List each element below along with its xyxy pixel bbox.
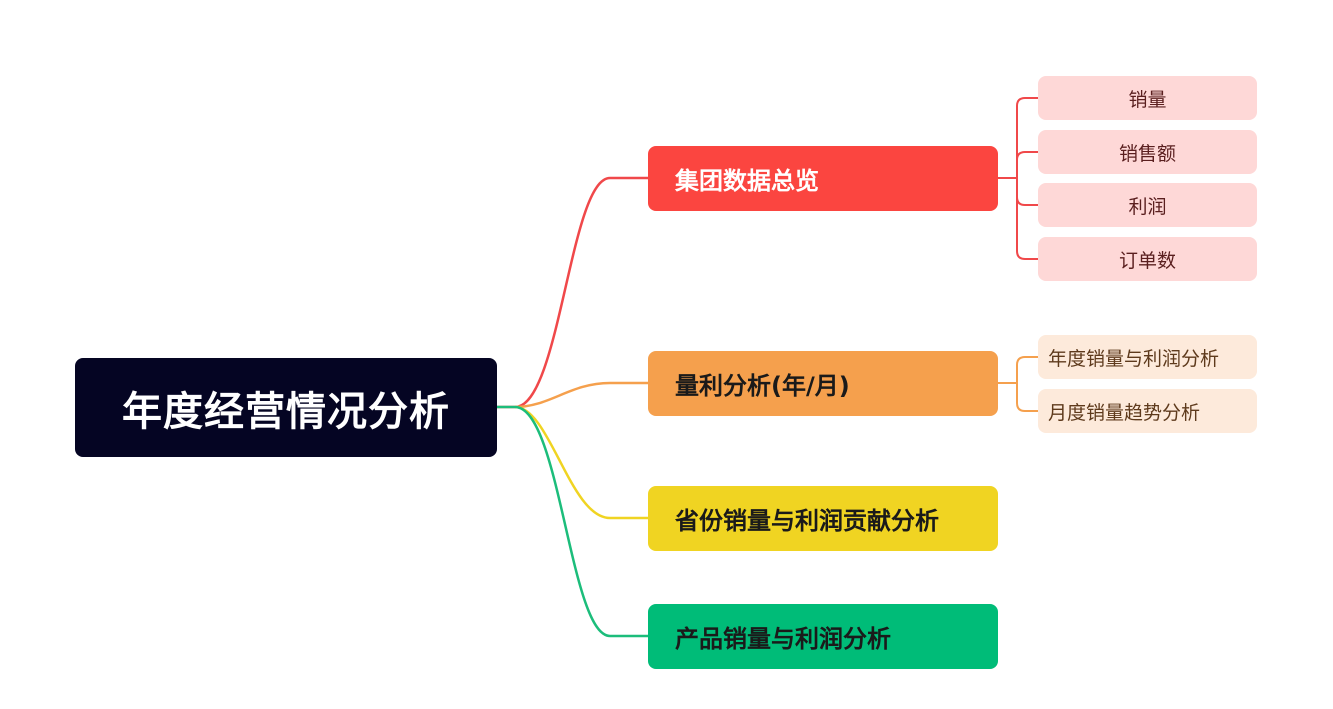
branch-node-label: 产品销量与利润分析: [675, 625, 891, 653]
leaf-node-sales-volume[interactable]: 销量: [1038, 76, 1257, 120]
root-node-label: 年度经营情况分析: [122, 388, 450, 435]
leaf-node-label: 订单数: [1118, 249, 1176, 272]
leaf-node-label: 销量: [1128, 88, 1167, 111]
leaf-node-sales-amount[interactable]: 销售额: [1038, 130, 1257, 174]
leaf-node-label: 利润: [1128, 195, 1167, 218]
leaf-node-profit[interactable]: 利润: [1038, 183, 1257, 227]
branch-node-group-overview[interactable]: 集团数据总览: [648, 146, 998, 211]
branch-node-volume-profit[interactable]: 量利分析(年/月): [648, 351, 998, 416]
connector-b1-leaf-3: [1016, 178, 1038, 206]
leaf-node-order-count[interactable]: 订单数: [1038, 237, 1257, 281]
leaf-node-label: 销售额: [1118, 142, 1176, 165]
root-node[interactable]: 年度经营情况分析: [75, 358, 497, 457]
connector-root-branch-2: [514, 381, 648, 409]
leaf-node-label: 年度销量与利润分析: [1048, 347, 1220, 370]
branch-node-label: 省份销量与利润贡献分析: [675, 507, 939, 535]
connector-b2-leaf-1: [1016, 356, 1038, 383]
branch-node-label: 集团数据总览: [675, 167, 819, 195]
leaf-node-label: 月度销量趋势分析: [1048, 401, 1201, 424]
connector-b1-leaf-1: [1016, 97, 1038, 178]
leaf-node-annual-analysis[interactable]: 年度销量与利润分析: [1038, 335, 1257, 379]
branch-node-product[interactable]: 产品销量与利润分析: [648, 604, 998, 669]
connector-b1-leaf-2: [1016, 151, 1038, 161]
connector-b2-leaf-2: [1016, 383, 1038, 412]
leaf-node-monthly-trend[interactable]: 月度销量趋势分析: [1038, 389, 1257, 433]
branch-node-province[interactable]: 省份销量与利润贡献分析: [648, 486, 998, 551]
connector-root-branch-1: [497, 176, 648, 409]
branch-node-label: 量利分析(年/月): [675, 372, 850, 400]
connector-root-branch-4: [514, 405, 648, 638]
connector-b1-leaf-4: [1016, 197, 1038, 260]
